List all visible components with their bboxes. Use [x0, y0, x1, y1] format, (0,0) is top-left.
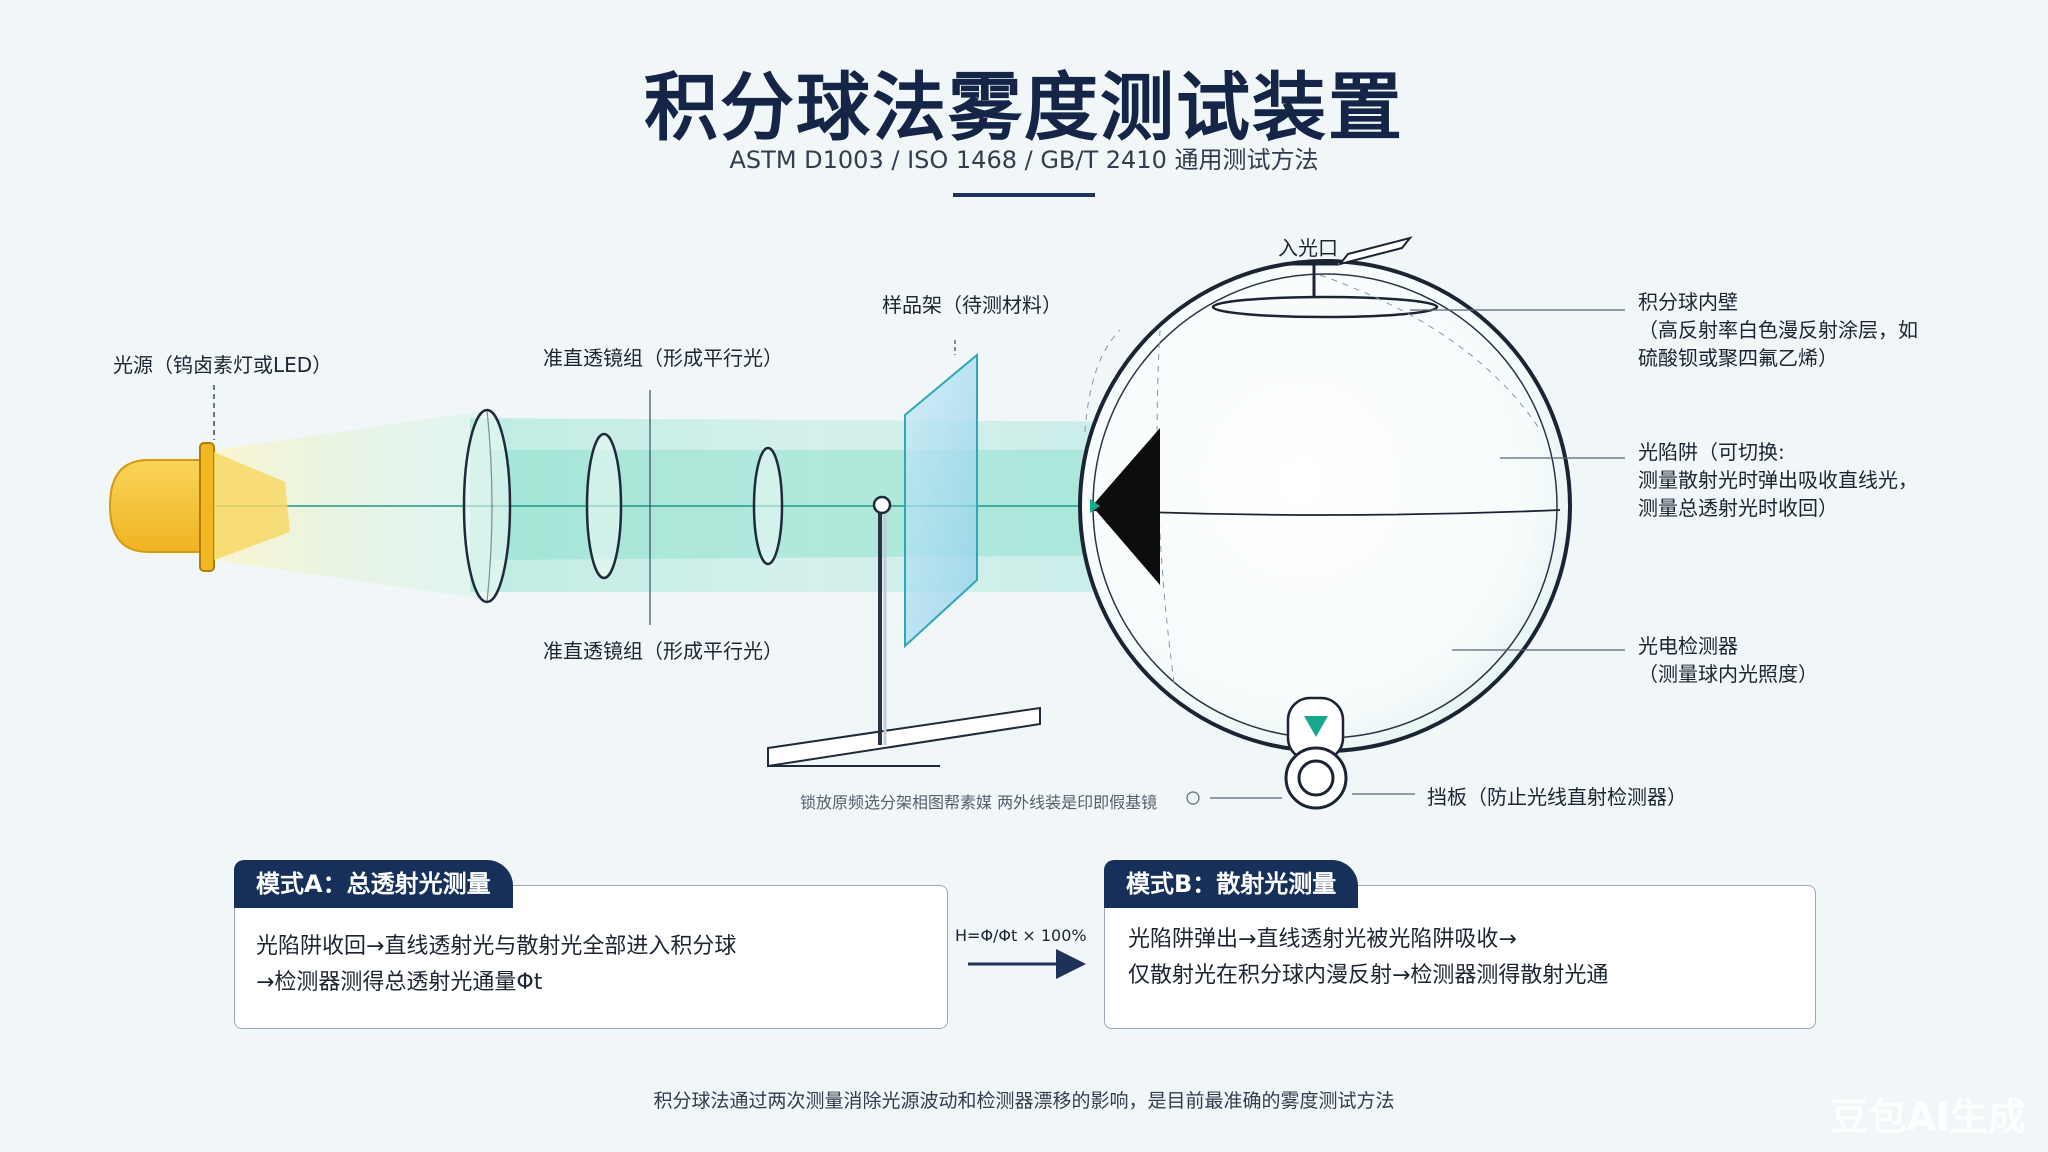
baffle-label: 挡板（防止光线直射检测器）: [1427, 785, 1687, 809]
sample-holder: [767, 495, 1041, 768]
collimator-lens-group: [462, 390, 784, 625]
light-trap: [1090, 428, 1160, 585]
entrance-port-label: 入光口: [1278, 236, 1338, 260]
title-underline: [953, 193, 1095, 197]
mode-a-panel: [234, 885, 948, 1029]
sample-material: [904, 340, 978, 649]
haze-formula: H=Φ/Φt × 100%: [955, 926, 1087, 945]
collimator-label-bottom: 准直透镜组（形成平行光）: [543, 639, 783, 663]
mode-a-tab: 模式A：总透射光测量: [234, 860, 513, 908]
page-subtitle: ASTM D1003 / ISO 1468 / GB/T 2410 通用测试方法: [729, 146, 1319, 174]
lamp-icon: [108, 385, 290, 572]
light-source-label: 光源（钨卤素灯或LED）: [113, 353, 333, 377]
mode-b-description: 光陷阱弹出→直线透射光被光陷阱吸收→ 仅散射光在积分球内漫反射→检测器测得散射光…: [1128, 927, 1609, 988]
watermark: 豆包AI生成: [1830, 1095, 2026, 1139]
entrance-port: [1290, 236, 1413, 296]
page-title: 积分球法雾度测试装置: [644, 65, 1404, 151]
light-trap-label: 光陷阱（可切换: 测量散射光时弹出吸收直线光， 测量总透射光时收回）: [1638, 440, 1918, 520]
sphere-wall-label: 积分球内壁 （高反射率白色漫反射涂层，如 硫酸钡或聚四氟乙烯）: [1638, 290, 1918, 370]
mode-b-tab: 模式B：散射光测量: [1104, 860, 1359, 908]
collimator-label-top: 准直透镜组（形成平行光）: [543, 346, 783, 370]
photodetector: [1284, 696, 1348, 810]
mode-a-description: 光陷阱收回→直线透射光与散射光全部进入积分球 →检测器测得总透射光通量Φt: [256, 934, 737, 995]
light-beam: [210, 410, 1165, 600]
garbled-note: 锁放原频选分架相图帮素媒 两外线装是印即假基镜: [800, 793, 1158, 812]
sample-holder-label: 样品架（待测材料）: [882, 293, 1062, 317]
mode-b-panel: [1104, 885, 1816, 1029]
detector-label: 光电检测器 （测量球内光照度）: [1638, 634, 1818, 686]
footer-note: 积分球法通过两次测量消除光源波动和检测器漂移的影响，是目前最准确的雾度测试方法: [653, 1090, 1395, 1112]
leader-lines: [1186, 309, 1625, 805]
